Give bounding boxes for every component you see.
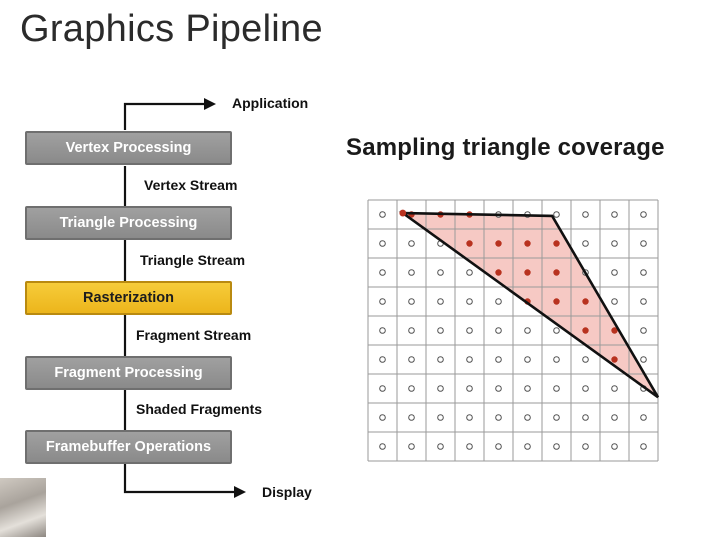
stage-vertex-processing: Vertex Processing xyxy=(25,131,232,165)
stage-fragment-processing: Fragment Processing xyxy=(25,356,232,390)
slide-title: Graphics Pipeline xyxy=(20,8,323,50)
stream-triangle: Triangle Stream xyxy=(140,252,246,268)
stage-framebuffer-operations: Framebuffer Operations xyxy=(25,430,232,464)
stage-triangle-processing: Triangle Processing xyxy=(25,206,232,240)
stream-fragment: Fragment Stream xyxy=(136,327,252,343)
application-arrow xyxy=(123,102,208,130)
coverage-title: Sampling triangle coverage xyxy=(346,134,665,161)
stream-vertex: Vertex Stream xyxy=(144,177,238,193)
stage-rasterization: Rasterization xyxy=(25,281,232,315)
display-arrowhead xyxy=(234,486,246,498)
camera-photo-fragment xyxy=(0,478,46,537)
stream-shaded-fragments: Shaded Fragments xyxy=(136,401,263,417)
application-label: Application xyxy=(232,95,309,111)
application-arrowhead xyxy=(204,98,216,110)
display-label: Display xyxy=(262,484,312,500)
display-arrow xyxy=(123,464,238,494)
